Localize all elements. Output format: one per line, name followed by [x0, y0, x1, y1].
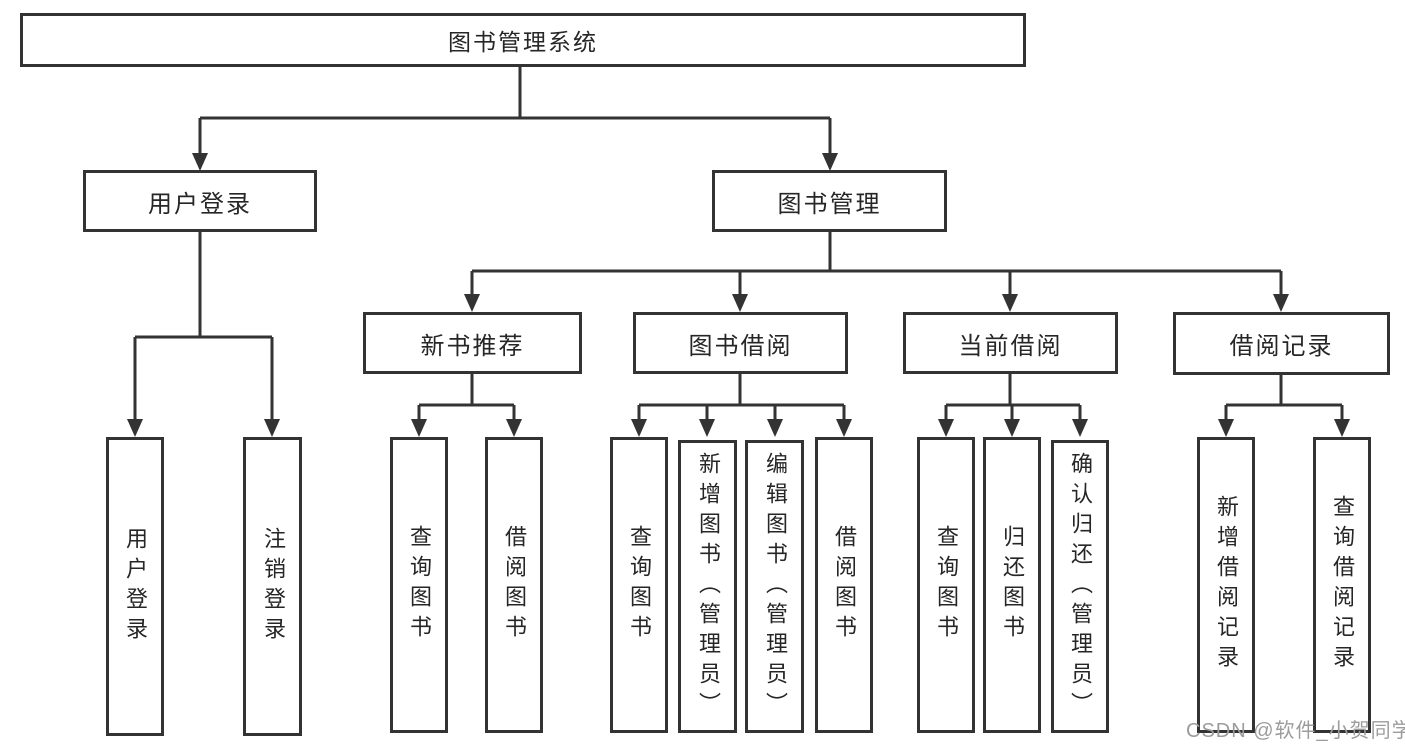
connector-current-borrowing	[944, 374, 1082, 422]
node-query-books-2: 查询图书	[610, 437, 668, 733]
node-borrow-books-2: 借阅图书	[815, 437, 873, 733]
arrowhead	[699, 419, 715, 437]
node-borrowing-records: 借阅记录	[1173, 312, 1390, 375]
connector-user-login	[133, 232, 274, 422]
node-query-borrow-record: 查询借阅记录	[1313, 437, 1371, 733]
connector-root	[198, 67, 832, 155]
node-user-login: 用户登录	[83, 170, 317, 232]
arrowhead	[1004, 419, 1020, 437]
arrowhead	[264, 419, 280, 437]
connector-borrowing-records	[1224, 374, 1344, 422]
arrowhead	[1002, 294, 1018, 312]
arrowhead	[192, 153, 208, 171]
arrowhead	[411, 419, 427, 437]
node-new-book-recommend: 新书推荐	[363, 312, 582, 374]
node-confirm-return-admin: 确认归还（管理员）	[1051, 440, 1109, 733]
arrowhead	[938, 419, 954, 437]
connector-new-book-recommend	[417, 374, 516, 422]
node-add-borrow-record: 新增借阅记录	[1197, 437, 1255, 733]
arrowhead	[836, 419, 852, 437]
node-borrow-books-1: 借阅图书	[485, 437, 543, 733]
arrowhead	[464, 294, 480, 312]
node-book-management: 图书管理	[712, 170, 947, 232]
arrowhead	[1218, 419, 1234, 437]
node-current-borrowing: 当前借阅	[903, 312, 1118, 374]
arrowhead	[127, 419, 143, 437]
node-system-root: 图书管理系统	[20, 13, 1026, 67]
node-return-books: 归还图书	[983, 437, 1041, 733]
arrowhead	[1273, 294, 1289, 312]
node-user-login-detail: 用户登录	[106, 437, 164, 736]
node-edit-book-admin: 编辑图书（管理员）	[745, 440, 804, 733]
node-book-borrowing: 图书借阅	[633, 312, 848, 374]
arrowhead	[1334, 419, 1350, 437]
node-query-books-3: 查询图书	[917, 437, 975, 733]
node-add-book-admin: 新增图书（管理员）	[678, 440, 737, 733]
arrowhead	[506, 419, 522, 437]
connector-book-borrowing	[637, 374, 846, 422]
arrowhead	[767, 419, 783, 437]
arrowhead	[822, 153, 838, 171]
csdn-watermark: CSDN @软件_小贺同学	[1186, 720, 1405, 742]
arrowhead	[1072, 419, 1088, 437]
arrowhead	[732, 294, 748, 312]
node-query-books-1: 查询图书	[390, 437, 448, 733]
arrowhead	[631, 419, 647, 437]
connector-book-management	[470, 232, 1283, 297]
node-logout: 注销登录	[243, 437, 302, 736]
